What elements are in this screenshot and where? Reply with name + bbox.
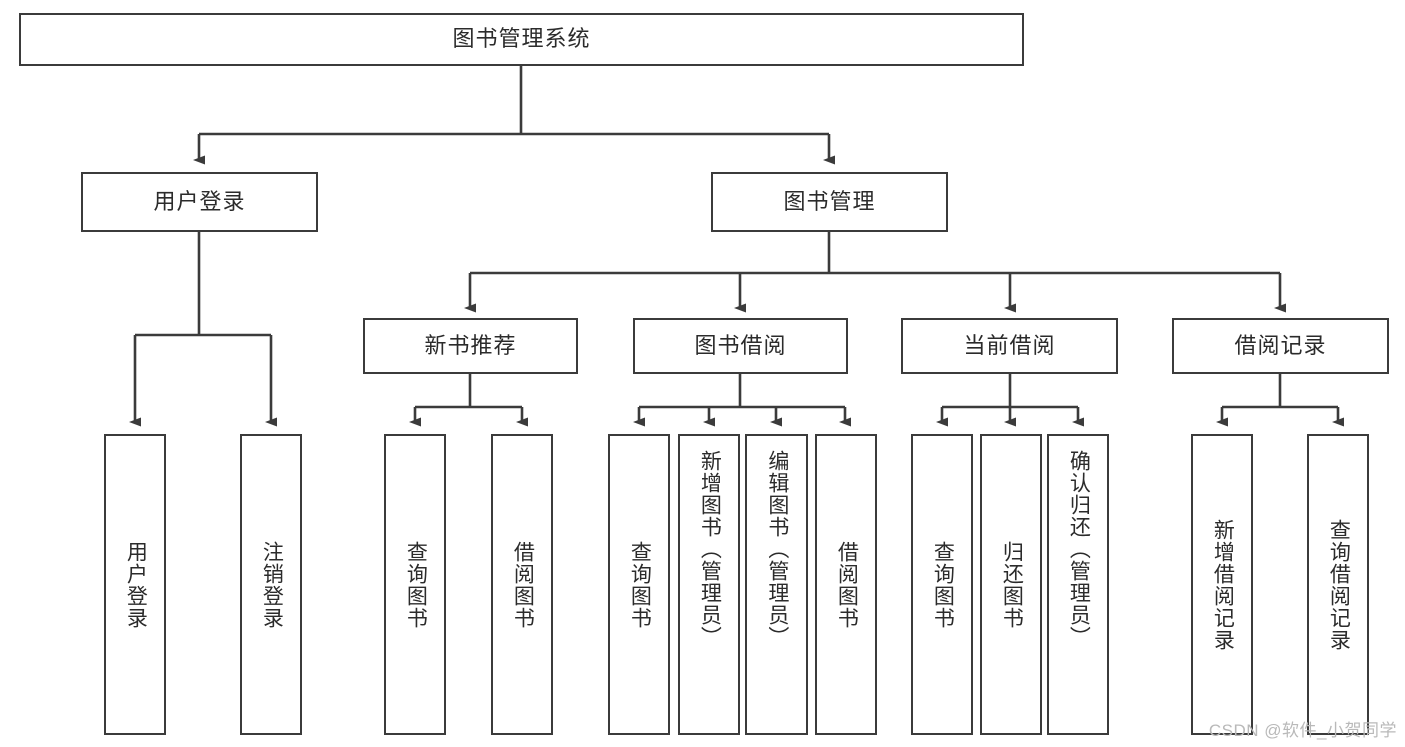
leaf-borrow-borrow-book[interactable]: 借阅图书 [815, 434, 877, 735]
node-book-borrow[interactable]: 图书借阅 [633, 318, 848, 374]
node-label: 新增图书（管理员） [698, 450, 722, 648]
leaf-user-login-signin[interactable]: 用户登录 [104, 434, 166, 735]
leaf-user-login-signout[interactable]: 注销登录 [240, 434, 302, 735]
node-label: 注销登录 [260, 540, 284, 629]
node-label: 用户登录 [124, 540, 148, 629]
csdn-watermark: CSDN @软件_小贺同学 [1208, 721, 1397, 740]
node-label: 图书管理系统 [452, 26, 591, 52]
node-label: 借阅记录 [1234, 332, 1327, 358]
node-current-borrow[interactable]: 当前借阅 [901, 318, 1118, 374]
node-borrow-record[interactable]: 借阅记录 [1172, 318, 1389, 374]
node-label: 确认归还（管理员） [1067, 450, 1091, 648]
node-label: 新书推荐 [424, 332, 517, 358]
leaf-record-query-record[interactable]: 查询借阅记录 [1307, 434, 1369, 735]
node-label: 查询图书 [931, 540, 955, 629]
node-label: 借阅图书 [511, 540, 535, 629]
node-label: 用户登录 [153, 188, 246, 214]
node-label: 编辑图书（管理员） [765, 450, 789, 648]
node-label: 新增借阅记录 [1211, 518, 1235, 651]
node-label: 查询借阅记录 [1327, 518, 1351, 651]
node-label: 图书管理 [783, 188, 876, 214]
node-label: 借阅图书 [835, 540, 859, 629]
node-new-book-recommend[interactable]: 新书推荐 [363, 318, 578, 374]
leaf-current-confirm-return-admin[interactable]: 确认归还（管理员） [1047, 434, 1109, 735]
node-label: 归还图书 [1000, 540, 1024, 629]
leaf-current-return-book[interactable]: 归还图书 [980, 434, 1042, 735]
node-root-system[interactable]: 图书管理系统 [19, 13, 1024, 66]
node-book-management[interactable]: 图书管理 [711, 172, 948, 232]
node-user-login[interactable]: 用户登录 [81, 172, 318, 232]
node-label: 查询图书 [404, 540, 428, 629]
leaf-borrow-query-book[interactable]: 查询图书 [608, 434, 670, 735]
leaf-current-query-book[interactable]: 查询图书 [911, 434, 973, 735]
leaf-recommend-query-book[interactable]: 查询图书 [384, 434, 446, 735]
node-label: 当前借阅 [963, 332, 1056, 358]
leaf-recommend-borrow-book[interactable]: 借阅图书 [491, 434, 553, 735]
leaf-borrow-add-book-admin[interactable]: 新增图书（管理员） [678, 434, 740, 735]
node-label: 图书借阅 [694, 332, 787, 358]
leaf-record-add-record[interactable]: 新增借阅记录 [1191, 434, 1253, 735]
node-label: 查询图书 [628, 540, 652, 629]
leaf-borrow-edit-book-admin[interactable]: 编辑图书（管理员） [745, 434, 808, 735]
